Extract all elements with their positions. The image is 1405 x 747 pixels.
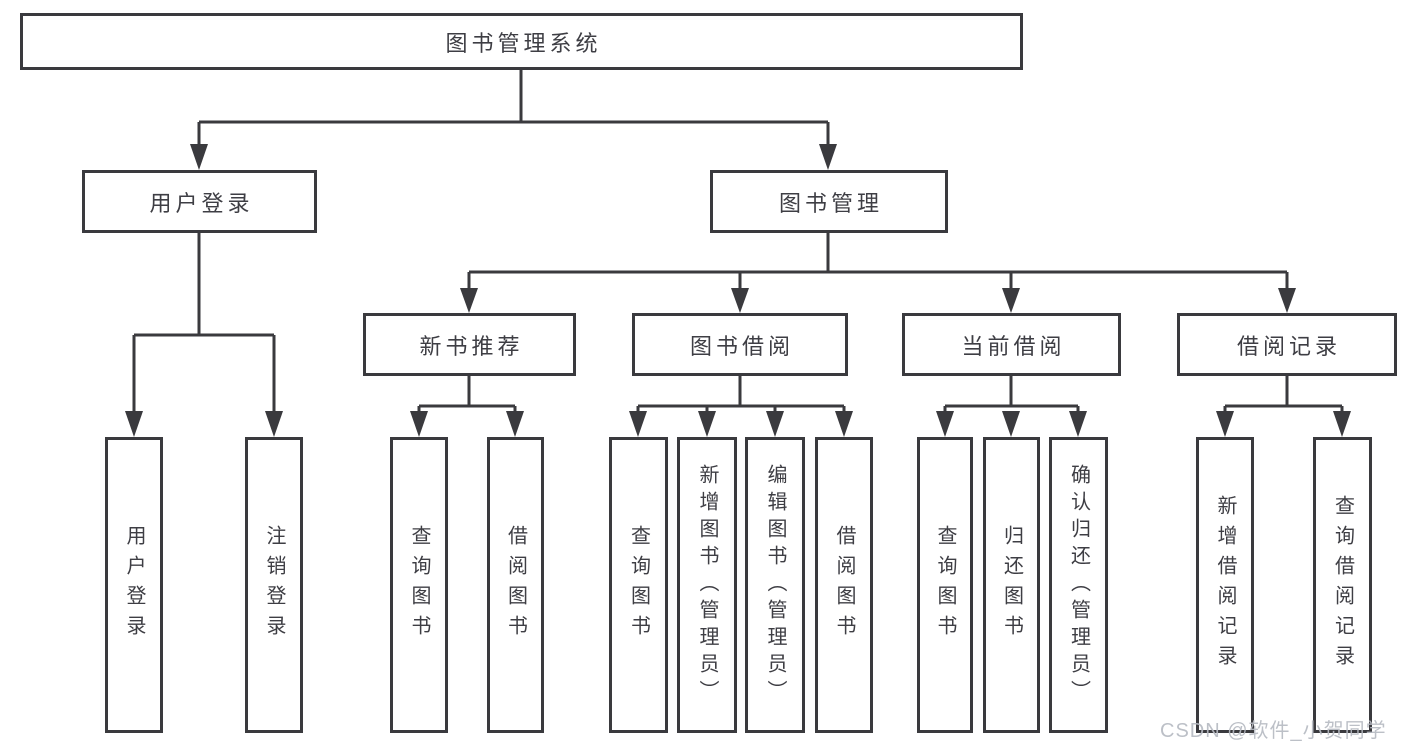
leaf-label: 查询图书 [408,525,430,645]
node-library-system: 图书管理系统 [20,13,1023,70]
leaf-label: 查询借阅记录 [1331,495,1354,675]
leaf-edit-books-admin: 编辑图书（管理员） [745,437,805,733]
leaf-label: 归还图书 [1000,525,1023,645]
leaf-label: 查询图书 [934,525,956,645]
node-current-borrowing: 当前借阅 [902,313,1121,376]
leaf-label: 借阅图书 [504,525,527,645]
node-borrowing-records: 借阅记录 [1177,313,1397,376]
leaf-confirm-return-admin: 确认归还（管理员） [1049,437,1108,733]
leaf-return-books: 归还图书 [983,437,1040,733]
csdn-watermark: CSDN @软件_小贺同学 [1160,720,1387,742]
leaf-label: 用户登录 [123,525,145,645]
leaf-borrow-books: 借阅图书 [815,437,873,733]
arrowhead-icons [125,144,1351,437]
leaf-label: 新增图书（管理员） [696,463,718,707]
node-book-management: 图书管理 [710,170,948,233]
leaf-logout: 注销登录 [245,437,303,733]
leaf-label: 新增借阅记录 [1214,495,1236,675]
leaf-label: 编辑图书（管理员） [764,463,786,707]
node-book-borrowing: 图书借阅 [632,313,848,376]
leaf-label: 借阅图书 [833,525,855,645]
leaf-query-books-recommend: 查询图书 [390,437,448,733]
leaf-add-borrow-record: 新增借阅记录 [1196,437,1254,733]
tree-edges [132,69,1344,416]
leaf-query-borrow-record: 查询借阅记录 [1313,437,1372,733]
leaf-add-books-admin: 新增图书（管理员） [677,437,737,733]
leaf-label: 注销登录 [263,525,285,645]
leaf-query-books-current: 查询图书 [917,437,973,733]
node-user-login-branch: 用户登录 [82,170,317,233]
leaf-label: 查询图书 [627,525,650,645]
leaf-borrow-books-recommend: 借阅图书 [487,437,544,733]
leaf-label: 确认归还（管理员） [1067,463,1090,707]
node-new-book-recommend: 新书推荐 [363,313,576,376]
leaf-user-login: 用户登录 [105,437,163,733]
leaf-query-books-borrow: 查询图书 [609,437,668,733]
